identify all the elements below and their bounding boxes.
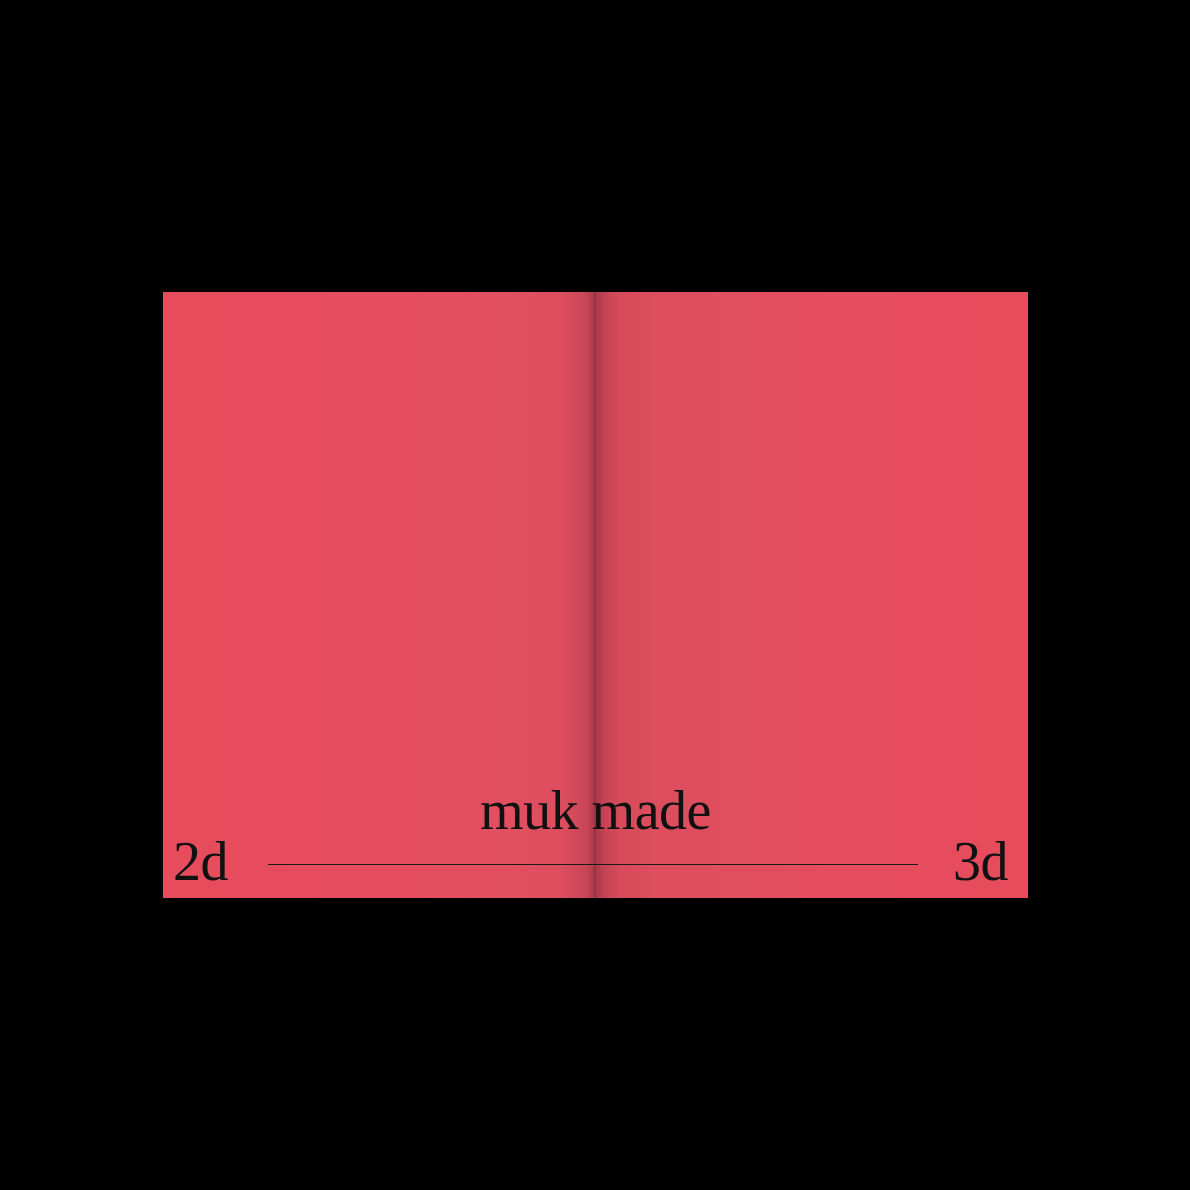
right-corner-label: 3d: [953, 831, 1009, 893]
open-book-spread: muk made 2d 3d: [163, 292, 1028, 898]
left-page: [163, 292, 595, 898]
spread-title: muk made: [480, 780, 711, 842]
right-page: [595, 292, 1028, 898]
horizontal-rule: [268, 864, 918, 865]
left-corner-label: 2d: [173, 831, 229, 893]
book-gutter: [593, 292, 597, 898]
